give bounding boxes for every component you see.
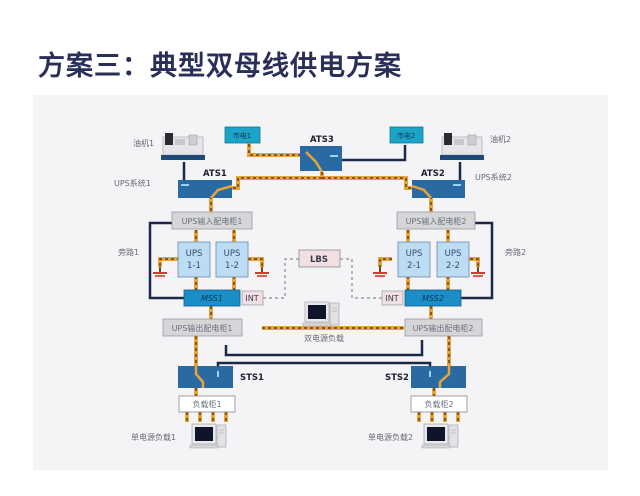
ups-1-2 <box>215 241 249 278</box>
mss1-box <box>183 289 241 307</box>
int1-box <box>241 290 264 306</box>
mss2-box <box>404 289 462 307</box>
generator1-icon <box>160 132 206 161</box>
single-load1-label: 单电源负载1 <box>131 432 176 442</box>
mss2-label: MSS2 <box>422 294 444 303</box>
input-cabinet2 <box>396 211 476 230</box>
single-load2-computer-icon <box>421 423 459 449</box>
sts1-label: STS1 <box>240 373 264 383</box>
sts1-switch <box>178 366 233 388</box>
ats3-switch <box>300 146 342 171</box>
ats1-switch <box>178 180 232 198</box>
sts2-switch <box>411 366 466 388</box>
output-cabinet2 <box>404 318 483 337</box>
output-cabinet1-label: UPS输出配电柜1 <box>172 323 233 333</box>
output-cabinet2-label: UPS输出配电柜2 <box>413 323 474 333</box>
lbs-label: LBS <box>310 255 328 265</box>
ups-system2-label: UPS系统2 <box>475 172 512 182</box>
ground-icon <box>254 266 270 277</box>
dual-load-computer-icon <box>302 301 340 327</box>
orange-cables <box>158 138 480 422</box>
ups-1-1-label: UPS <box>186 249 203 259</box>
ats1-label: ATS1 <box>203 169 227 179</box>
generator1-label: 油机1 <box>133 138 154 148</box>
ups-2-1-id: 2-1 <box>407 261 421 271</box>
mains2-ats3-cable <box>342 145 407 162</box>
mains1-box <box>224 126 261 144</box>
ups-2-1-label: UPS <box>406 249 423 259</box>
generator2-icon <box>439 132 485 161</box>
ats3-label: ATS3 <box>310 135 334 145</box>
bypass1-label: 旁路1 <box>118 247 139 257</box>
ground-icon <box>152 266 168 277</box>
ups-2-1 <box>397 241 431 278</box>
mains2-box <box>389 126 424 144</box>
ground-icon <box>372 266 388 277</box>
ups-system1-label: UPS系统1 <box>114 178 151 188</box>
lbs-signal-lines <box>263 258 382 299</box>
ups-1-2-id: 1-2 <box>225 261 239 271</box>
dual-load-label: 双电源负载 <box>304 333 344 343</box>
ups-1-1-id: 1-1 <box>187 261 201 271</box>
mss1-label: MSS1 <box>201 294 223 303</box>
ups-1-1 <box>177 241 211 278</box>
mains1-label: 市电1 <box>233 131 251 140</box>
int2-box <box>381 290 404 306</box>
int1-label: INT <box>245 294 258 303</box>
output-cabinet1 <box>162 318 243 337</box>
int2-label: INT <box>385 294 398 303</box>
page-title: 方案三：典型双母线供电方案 <box>38 51 402 82</box>
mains2-label: 市电2 <box>397 131 415 140</box>
ups-2-2 <box>436 241 470 278</box>
ats2-switch <box>412 180 465 198</box>
bypass2-label: 旁路2 <box>505 247 526 257</box>
lbs-box <box>298 249 341 268</box>
load-cabinet1-label: 负载柜1 <box>192 399 221 409</box>
out2-to-sts1-cable <box>216 361 432 371</box>
bypass1-cable <box>148 221 184 300</box>
ups-1-2-label: UPS <box>224 249 241 259</box>
single-load1-computer-icon <box>189 423 227 449</box>
load-cabinet2 <box>410 395 468 413</box>
sts2-label: STS2 <box>385 373 409 383</box>
bypass2-cable <box>461 221 494 300</box>
ats2-label: ATS2 <box>421 169 445 179</box>
load-cabinet1 <box>178 395 236 413</box>
ups-2-2-id: 2-2 <box>446 261 460 271</box>
generator2-label: 油机2 <box>490 134 511 144</box>
ground-icon <box>470 266 486 277</box>
input-cabinet1-label: UPS输入配电柜1 <box>182 216 243 226</box>
out1-to-sts2-cable <box>224 340 424 357</box>
input-cabinet2-label: UPS输入配电柜2 <box>406 216 467 226</box>
load-cabinet2-label: 负载柜2 <box>424 399 453 409</box>
ups-2-2-label: UPS <box>445 249 462 259</box>
single-load2-label: 单电源负载2 <box>368 432 413 442</box>
input-cabinet1 <box>171 211 253 230</box>
